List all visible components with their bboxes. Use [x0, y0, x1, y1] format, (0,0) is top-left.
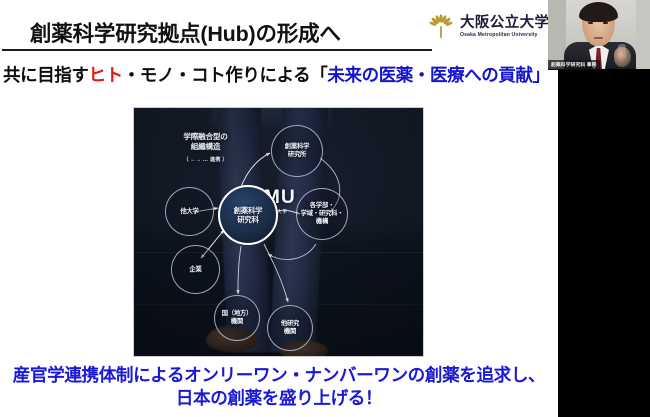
page-title: 創薬科学研究拠点(Hub)の形成へ — [30, 22, 341, 46]
title-underline-divider — [2, 49, 432, 51]
subtitle-lead: 共に目指す — [3, 65, 89, 85]
participant-name-label: 創薬科学研究科 事務 — [548, 60, 600, 70]
node-laboratory-line-2: 研究所 — [287, 151, 307, 158]
node-companies-label: 企業 — [189, 265, 202, 273]
webcam-presenter-eye-left — [588, 22, 593, 24]
slide-subtitle: 共に目指すヒト・モノ・コト作りによる「未来の医薬・医療への貢献」 — [3, 62, 550, 87]
node-other-institutes-line-1: 他研究 — [280, 320, 300, 328]
diagram-node-other-institutes: 他研究 機関 — [267, 305, 313, 351]
logo-name-en: Osaka Metropolitan University — [460, 31, 538, 38]
node-other-universities-label: 他大学 — [180, 207, 199, 215]
node-laboratory-line-1: 創薬科学 — [284, 143, 310, 151]
webcam-presenter-eye-right — [603, 22, 608, 24]
university-logo: 大阪公立大学 Osaka Metropolitan University — [428, 14, 549, 40]
diagram-node-faculties: 各学部・ 学域・研究科・ 機構 — [296, 188, 348, 240]
node-faculties-line-1: 各学部・ — [309, 202, 335, 210]
diagram-node-other-universities: 他大学 — [165, 187, 214, 236]
node-faculties-line-2: 学域・研究科・ — [300, 210, 344, 218]
diagram-node-companies: 企業 — [171, 245, 220, 294]
diagram-node-hub: 創薬科学 研究科 — [218, 185, 278, 245]
bottom-message-line-1: 産官学連携体制によるオンリーワン・ナンバーワンの創薬を追求し、 — [12, 365, 546, 385]
webcam-wall-right — [636, 0, 650, 70]
letterbox-right — [558, 70, 650, 417]
node-faculties-line-3: 機構 — [315, 217, 329, 225]
webcam-presenter-mouth — [594, 37, 603, 39]
caption-line-2: 組織構造 — [190, 142, 221, 152]
node-government-line-2: 機関 — [230, 318, 244, 325]
subtitle-highlight-red: ヒト — [88, 65, 124, 85]
node-other-institutes-line-2: 機関 — [283, 328, 297, 335]
webcam-wall-left — [548, 0, 566, 70]
node-government-line-1: 国（地方） — [221, 310, 253, 318]
webcam-video-tile[interactable]: 創薬科学研究科 事務 — [548, 0, 650, 70]
subtitle-highlight-blue: 未来の医薬・医療への貢献」 — [327, 65, 550, 85]
diagram-caption: 学際融合型の 組織構造 （ ←→ … 連携 ） — [158, 132, 253, 163]
caption-legend: （ ←→ … 連携 ） — [183, 156, 228, 163]
starburst-logo-icon — [428, 14, 454, 40]
node-hub-line-2: 研究科 — [237, 215, 259, 224]
diagram-overlay: 学際融合型の 組織構造 （ ←→ … 連携 ） OMU 大阪公立大学 創薬科学 … — [134, 108, 423, 356]
diagram-panel: 学際融合型の 組織構造 （ ←→ … 連携 ） OMU 大阪公立大学 創薬科学 … — [133, 107, 424, 357]
webcam-presenter-tie — [595, 48, 602, 70]
logo-name-jp: 大阪公立大学 — [460, 15, 550, 32]
caption-line-1: 学際融合型の — [183, 132, 228, 141]
bottom-message-line-2: 日本の創薬を盛り上げる！ — [175, 388, 383, 409]
webcam-presenter-hair — [579, 2, 618, 22]
diagram-node-laboratory: 創薬科学 研究所 — [271, 125, 323, 177]
webcam-presenter-hand — [614, 47, 631, 67]
node-hub-line-1: 創薬科学 — [233, 205, 263, 215]
slide-bottom-message: 産官学連携体制によるオンリーワン・ナンバーワンの創薬を追求し、 日本の創薬を盛り… — [0, 364, 558, 410]
subtitle-middle: ・モノ・コト作りによる「 — [122, 65, 328, 85]
diagram-node-government: 国（地方） 機関 — [214, 295, 260, 341]
